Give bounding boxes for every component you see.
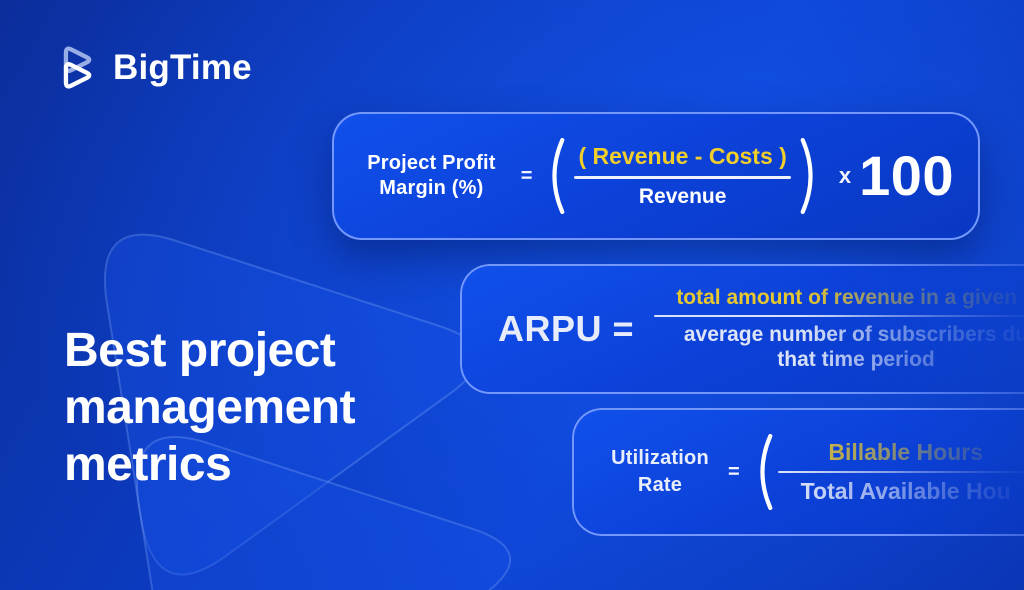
page-title-line-3: metrics [64, 438, 232, 491]
multiply-sign: x [838, 163, 852, 188]
card-utilization-rate: Utilization Rate = Billable Hours Total … [572, 408, 1024, 536]
close-paren-icon [800, 137, 813, 215]
fraction-denominator: Revenue [638, 185, 727, 208]
arpu-label: ARPU = [498, 308, 635, 349]
bigtime-play-icon [63, 46, 92, 89]
equals-sign: = [728, 460, 740, 483]
bigtime-logo: BigTime [56, 40, 252, 96]
metric-label-line-2: Margin (%) [379, 177, 484, 199]
page-title-line-1: Best project [64, 324, 336, 377]
page-title-line-2: management [64, 381, 356, 434]
metric-label-line-1: Utilization [611, 447, 709, 469]
fraction: total amount of revenue in a given p ave… [654, 286, 1024, 372]
fraction-line [654, 315, 1024, 317]
metric-label-line-1: Project Profit [367, 152, 496, 174]
open-paren-icon [760, 433, 773, 511]
metric-label-line-2: Rate [637, 474, 683, 496]
fraction-numerator: Billable Hours [828, 439, 984, 465]
open-paren-icon [552, 137, 565, 215]
metric-label: Utilization Rate [602, 445, 718, 499]
fraction-numerator: total amount of revenue in a given p [676, 286, 1024, 309]
fraction-line [777, 471, 1024, 473]
card-arpu: ARPU = total amount of revenue in a give… [460, 264, 1024, 394]
card-project-profit-margin: Project Profit Margin (%) = ( Revenue - … [332, 112, 980, 240]
fraction-denominator-line-2: that time period [777, 348, 935, 371]
fraction-denominator: average number of subscribers du that ti… [684, 322, 1024, 372]
equals-sign: = [520, 164, 533, 187]
fraction-line [574, 176, 791, 179]
fraction: ( Revenue - Costs ) Revenue [574, 143, 791, 209]
metric-label: Project Profit Margin (%) [352, 151, 511, 201]
fraction: Billable Hours Total Available Hou [777, 439, 1024, 505]
fraction-denominator-line-1: average number of subscribers du [683, 323, 1024, 346]
fraction-numerator: ( Revenue - Costs ) [578, 143, 787, 169]
page-title: Best project management metrics [64, 322, 356, 493]
fraction-denominator: Total Available Hou [800, 478, 1011, 504]
bigtime-logo-text: BigTime [113, 48, 252, 87]
multiplier-value: 100 [859, 144, 954, 207]
